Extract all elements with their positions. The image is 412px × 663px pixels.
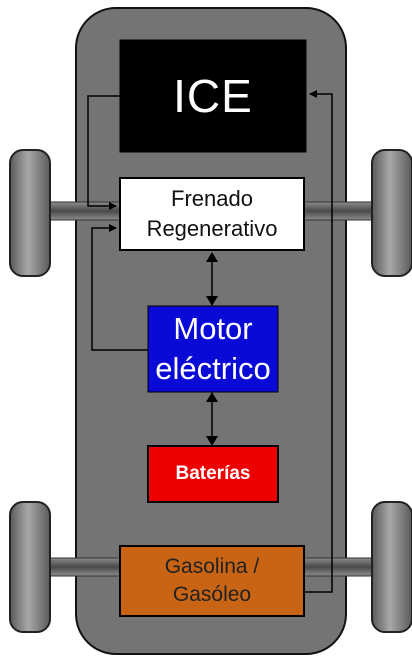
ice-box: [119, 39, 307, 153]
baterias-label: Baterías: [175, 463, 251, 484]
frenado-regenerativo-label: Frenado Regenerativo: [146, 186, 278, 241]
front-right-wheel: [371, 149, 412, 277]
ice-to-frenado-line: [87, 95, 120, 210]
motor-to-frenado-line: [91, 224, 148, 351]
motor-box: [147, 305, 279, 393]
gasolina-box: [119, 545, 305, 617]
frenado-motor-arrow-head-down: [206, 296, 218, 306]
front-left-wheel: [9, 149, 51, 277]
frenado-motor-arrow-head-up: [206, 252, 218, 262]
rear-left-wheel: [9, 501, 51, 633]
fuel-to-ice-line: [304, 90, 333, 593]
motor-baterias-arrow-head-down: [206, 436, 218, 446]
baterias-box: [147, 445, 279, 503]
rear-right-wheel: [371, 501, 412, 633]
motor-baterias-arrow-head-up: [206, 392, 218, 402]
gasolina-gasoleo-label: Gasolina / Gasóleo: [164, 555, 260, 606]
frenado-box: [119, 177, 305, 251]
motor-electrico-label: Motor eléctrico: [155, 311, 271, 386]
ice-label: ICE: [173, 70, 253, 122]
